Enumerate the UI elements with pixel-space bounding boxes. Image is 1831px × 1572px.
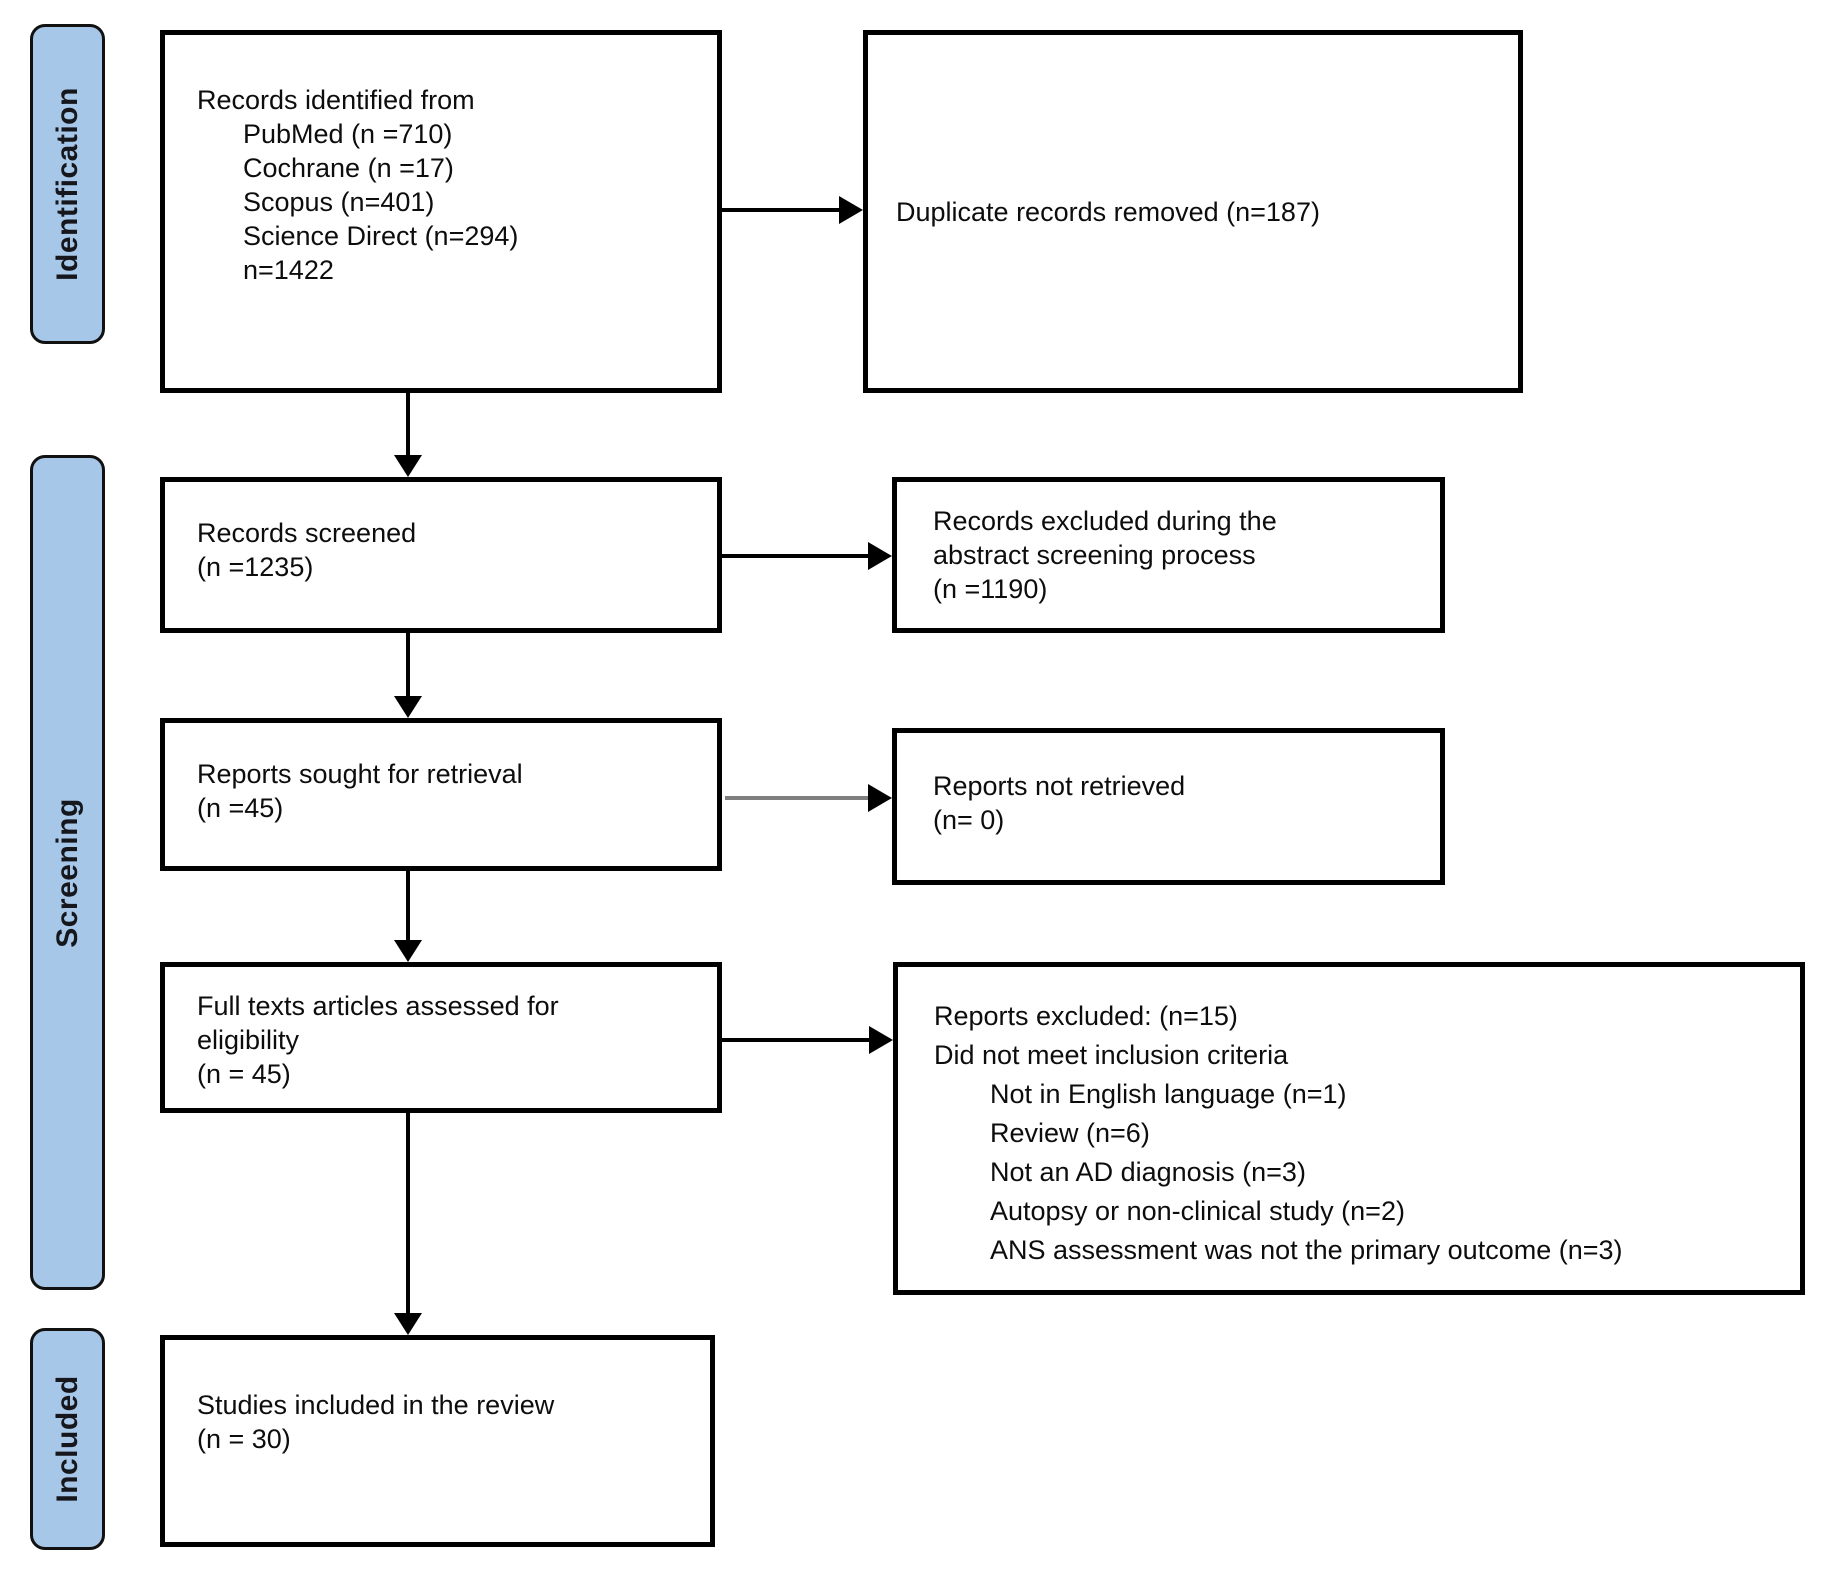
box-duplicate-records-removed: Duplicate records removed (n=187) xyxy=(863,30,1523,393)
text-line: Records excluded during the xyxy=(933,506,1277,536)
text-line: Autopsy or non-clinical study (n=2) xyxy=(990,1196,1405,1226)
arrow-shaft xyxy=(406,633,410,698)
arrow-shaft xyxy=(406,393,410,457)
stage-bar-included: Included xyxy=(30,1328,105,1550)
arrow-shaft xyxy=(722,554,870,558)
arrow-shaft xyxy=(722,208,841,212)
text-line: n=1422 xyxy=(243,255,334,285)
text-line: (n =1235) xyxy=(197,552,314,582)
stage-label-included: Included xyxy=(50,1375,84,1503)
text-line: eligibility xyxy=(197,1025,300,1055)
text-line: Reports excluded: (n=15) xyxy=(934,1001,1238,1031)
text-line: Reports not retrieved xyxy=(933,771,1186,801)
arrow-shaft xyxy=(406,1113,410,1315)
right-arrow-icon xyxy=(722,542,892,570)
arrow-shaft xyxy=(725,796,870,800)
text-line: Not an AD diagnosis (n=3) xyxy=(990,1157,1306,1187)
arrow-head xyxy=(839,196,863,224)
text-line: Scopus (n=401) xyxy=(243,187,435,217)
stage-label-screening: Screening xyxy=(50,797,84,948)
arrow-head xyxy=(869,1026,893,1054)
text-line: (n= 0) xyxy=(933,805,1005,835)
text-line: (n =45) xyxy=(197,793,284,823)
right-arrow-icon xyxy=(722,196,863,224)
box-fulltext-assessed: Full texts articles assessed for eligibi… xyxy=(160,962,722,1113)
text-line: Full texts articles assessed for xyxy=(197,991,559,1021)
arrow-head xyxy=(394,455,422,477)
text-line: Science Direct (n=294) xyxy=(243,221,519,251)
box-reports-excluded: Reports excluded: (n=15) Did not meet in… xyxy=(893,962,1805,1295)
box-records-screened: Records screened (n =1235) xyxy=(160,477,722,633)
arrow-head xyxy=(868,784,892,812)
text-line: ANS assessment was not the primary outco… xyxy=(990,1235,1623,1265)
box-records-identified: Records identified from PubMed (n =710) … xyxy=(160,30,722,393)
stage-bar-identification: Identification xyxy=(30,24,105,344)
stage-bar-screening: Screening xyxy=(30,455,105,1290)
right-arrow-icon xyxy=(722,1026,893,1054)
down-arrow-icon xyxy=(394,633,422,718)
text-line: Reports sought for retrieval xyxy=(197,759,523,789)
arrow-shaft xyxy=(722,1038,871,1042)
text-line: Did not meet inclusion criteria xyxy=(934,1040,1289,1070)
text-line: Not in English language (n=1) xyxy=(990,1079,1347,1109)
text-line: Duplicate records removed (n=187) xyxy=(896,196,1320,227)
text-line: abstract screening process xyxy=(933,540,1256,570)
text-line: (n = 30) xyxy=(197,1424,291,1454)
stage-label-identification: Identification xyxy=(50,87,84,281)
arrow-head xyxy=(394,940,422,962)
down-arrow-icon xyxy=(394,1113,422,1335)
text-line: Studies included in the review xyxy=(197,1390,555,1420)
text-line: PubMed (n =710) xyxy=(243,119,453,149)
text-line: Cochrane (n =17) xyxy=(243,153,454,183)
arrow-head xyxy=(394,1313,422,1335)
right-arrow-icon-gray xyxy=(725,784,892,812)
arrow-head xyxy=(394,696,422,718)
box-studies-included: Studies included in the review (n = 30) xyxy=(160,1335,715,1547)
text-line: Review (n=6) xyxy=(990,1118,1150,1148)
box-reports-not-retrieved: Reports not retrieved (n= 0) xyxy=(892,728,1445,885)
text-line: Records identified from xyxy=(197,85,475,115)
down-arrow-icon xyxy=(394,393,422,477)
arrow-shaft xyxy=(406,871,410,942)
box-reports-sought: Reports sought for retrieval (n =45) xyxy=(160,718,722,871)
arrow-head xyxy=(868,542,892,570)
down-arrow-icon xyxy=(394,871,422,962)
text-line: (n =1190) xyxy=(933,574,1048,604)
text-line: (n = 45) xyxy=(197,1059,291,1089)
text-line: Records screened xyxy=(197,518,417,548)
box-records-excluded-abstract: Records excluded during the abstract scr… xyxy=(892,477,1445,633)
